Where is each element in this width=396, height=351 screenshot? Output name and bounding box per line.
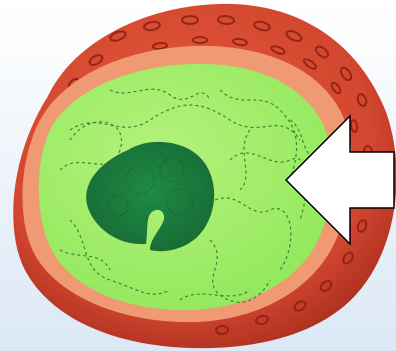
nucleus-illustration — [0, 0, 396, 351]
illustration-canvas — [0, 0, 396, 351]
